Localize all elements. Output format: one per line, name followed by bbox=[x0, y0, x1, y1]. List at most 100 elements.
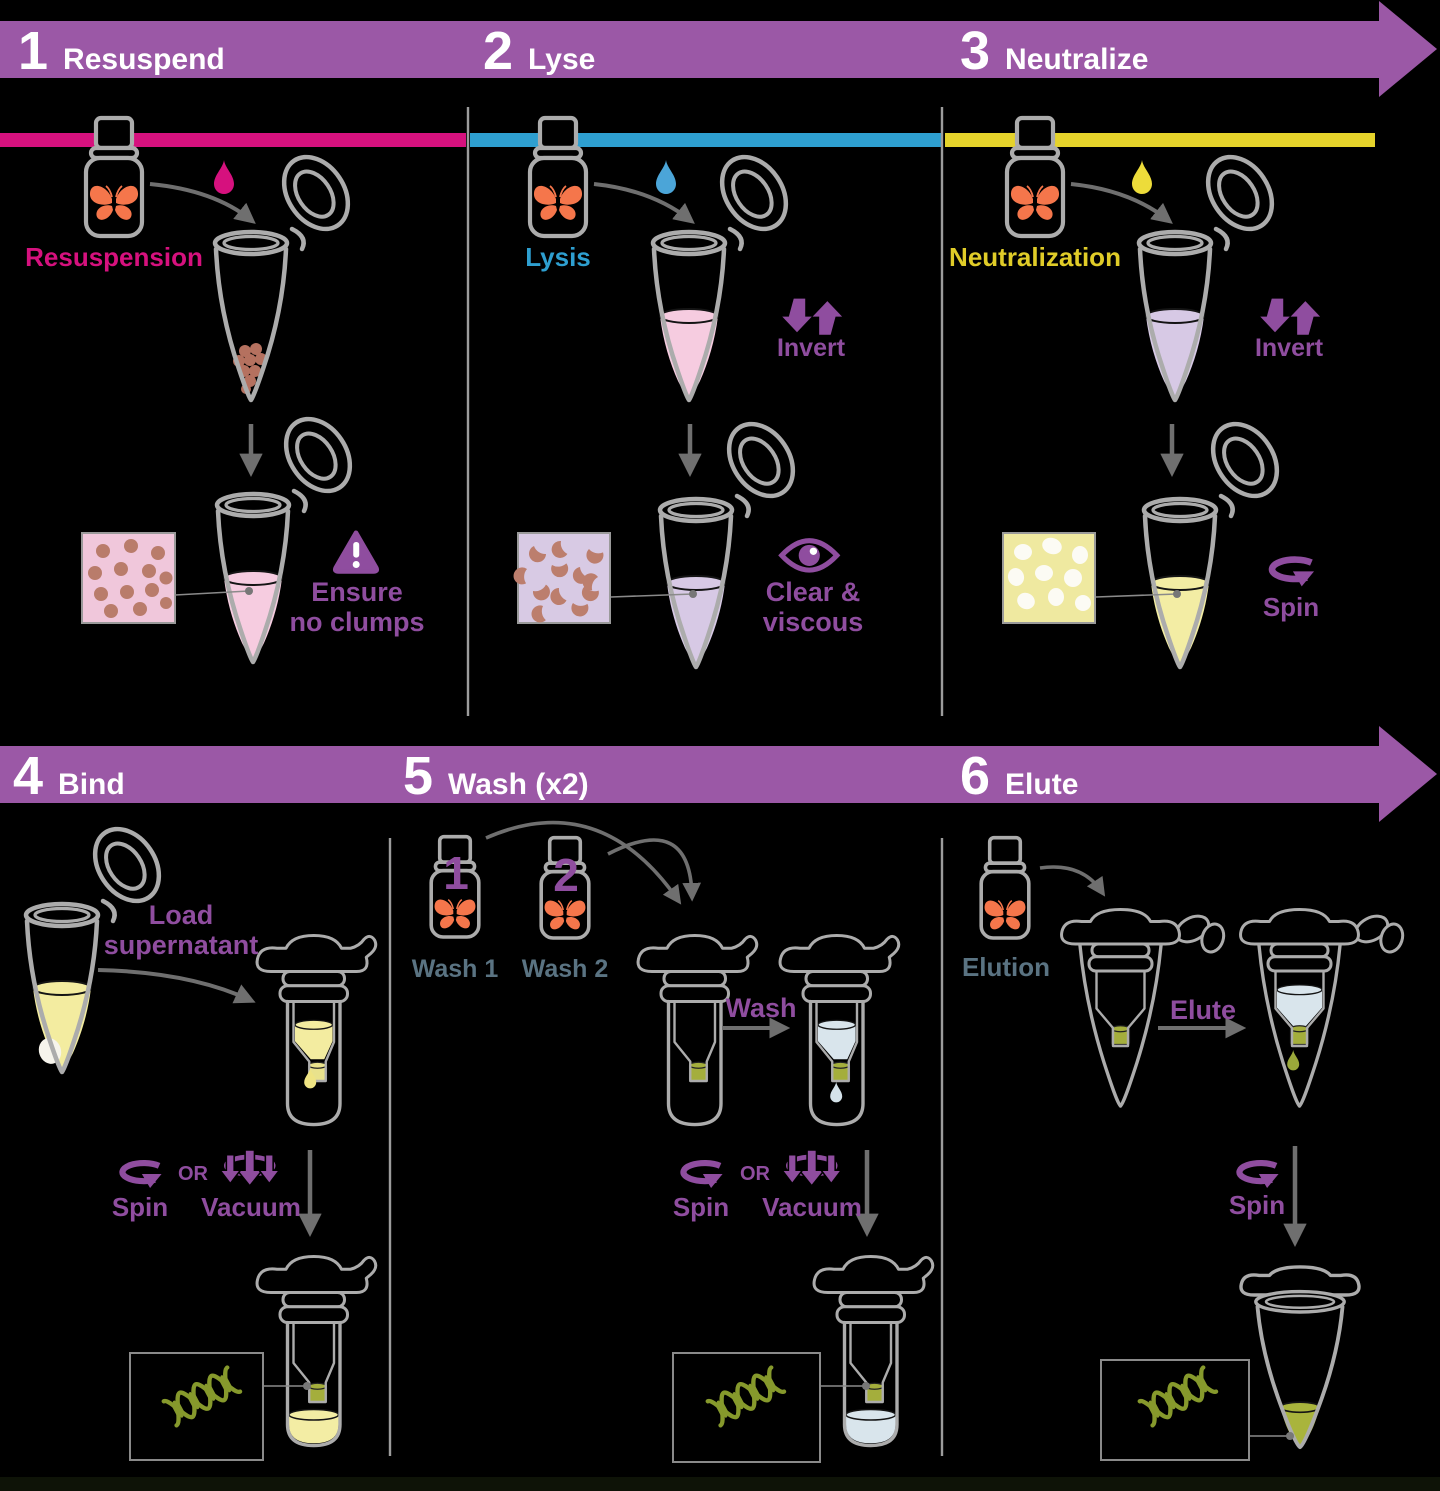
step6-title: Elute bbox=[1005, 768, 1079, 801]
wash1-vial-number: 1 bbox=[443, 847, 469, 899]
step6-graphics bbox=[979, 835, 1408, 1461]
section-dividers bbox=[388, 107, 944, 1456]
pour-arrow bbox=[593, 182, 695, 224]
droplet-icon bbox=[1132, 160, 1152, 194]
wash-action-label: Wash bbox=[725, 993, 797, 1023]
banner-arrow-head bbox=[1379, 726, 1437, 822]
neutralization-label: Neutralization bbox=[949, 242, 1121, 272]
step4-title: Bind bbox=[58, 768, 125, 801]
or-label: OR bbox=[178, 1163, 208, 1185]
tube-with-pellet bbox=[215, 145, 361, 400]
eluted-dna-tube bbox=[1239, 1265, 1361, 1450]
droplet-icon bbox=[656, 160, 676, 194]
pour-arrow bbox=[1039, 865, 1106, 897]
column-in-tube-eluting bbox=[1238, 907, 1408, 1108]
invert-icon bbox=[1260, 298, 1321, 335]
dna-inset-box bbox=[672, 1352, 821, 1463]
elution-vial bbox=[979, 835, 1031, 940]
step3-number: 3 bbox=[960, 21, 991, 81]
spin-column-washed bbox=[812, 1254, 935, 1448]
pour-arrow bbox=[1070, 182, 1173, 224]
droplet-icon bbox=[1287, 1050, 1300, 1071]
dna-icon bbox=[1140, 1368, 1216, 1426]
spin-icon bbox=[1239, 1163, 1278, 1188]
column-membrane bbox=[307, 1382, 328, 1403]
vacuum-label: Vacuum bbox=[201, 1192, 301, 1222]
step2-title: Lyse bbox=[528, 43, 596, 76]
droplet-icon bbox=[830, 1082, 843, 1103]
step4-graphics bbox=[26, 817, 378, 1461]
step4-header: 4 Bind bbox=[13, 749, 125, 803]
spin-label: Spin bbox=[1262, 592, 1320, 622]
dna-icon bbox=[708, 1368, 784, 1426]
clear-viscous-note: Clear & viscous bbox=[762, 577, 864, 638]
spin-label: Spin bbox=[1228, 1190, 1286, 1220]
or-label: OR bbox=[740, 1163, 770, 1185]
load-supernatant-note: Load supernatant bbox=[103, 900, 259, 961]
wash1-label: Wash 1 bbox=[411, 955, 499, 983]
elution-label: Elution bbox=[961, 952, 1051, 982]
resuspension-inset bbox=[81, 532, 253, 624]
resuspension-label: Resuspension bbox=[25, 242, 203, 272]
vacuum-icon bbox=[220, 1150, 279, 1186]
spin-label: Spin bbox=[672, 1192, 730, 1222]
step2-graphics bbox=[510, 118, 843, 667]
step6-number: 6 bbox=[960, 746, 991, 806]
lysis-inset bbox=[510, 532, 697, 626]
step6-header: 6 Elute bbox=[960, 749, 1078, 803]
step2-number: 2 bbox=[483, 21, 514, 81]
spin-icon bbox=[1272, 560, 1314, 587]
wash2-arrow bbox=[607, 838, 702, 902]
cells-in-suspension bbox=[88, 539, 173, 618]
step3-graphics bbox=[1002, 118, 1321, 667]
spin-column-loaded bbox=[255, 933, 378, 1127]
dna-inset-box bbox=[1100, 1359, 1250, 1461]
dna-icon bbox=[164, 1368, 240, 1426]
step2-header: 2 Lyse bbox=[483, 24, 595, 78]
banner-arrow-head bbox=[1379, 1, 1437, 97]
dna-inset-box bbox=[129, 1352, 264, 1461]
wash2-label: Wash 2 bbox=[521, 955, 609, 983]
invert-label: Invert bbox=[1254, 334, 1324, 362]
banner-row1 bbox=[0, 1, 1437, 97]
step5-title: Wash (x2) bbox=[448, 768, 589, 801]
column-membrane bbox=[830, 1061, 851, 1082]
elute-action-label: Elute bbox=[1169, 995, 1237, 1025]
vacuum-icon bbox=[782, 1150, 841, 1186]
lysis-label: Lysis bbox=[525, 242, 591, 272]
wash2-vial-number: 2 bbox=[553, 849, 579, 901]
vacuum-label: Vacuum bbox=[762, 1192, 862, 1222]
wash1-arrow bbox=[485, 820, 682, 905]
invert-label: Invert bbox=[776, 334, 846, 362]
ensure-no-clumps-note: Ensure no clumps bbox=[289, 577, 425, 638]
step1-graphics bbox=[81, 118, 377, 662]
spin-column-bound bbox=[255, 1254, 378, 1448]
step3-header: 3 Neutralize bbox=[960, 24, 1148, 78]
invert-icon bbox=[782, 298, 843, 335]
eye-icon bbox=[782, 541, 837, 570]
step5-number: 5 bbox=[403, 746, 434, 806]
column-membrane bbox=[688, 1061, 709, 1082]
warning-icon bbox=[335, 533, 377, 572]
step5-header: 5 Wash (x2) bbox=[403, 749, 589, 803]
lysis-stripe bbox=[470, 133, 941, 147]
supernatant-tube bbox=[26, 817, 172, 1072]
pour-arrow bbox=[149, 182, 256, 224]
step1-number: 1 bbox=[18, 21, 49, 81]
cell-pellet bbox=[233, 343, 267, 394]
resuspension-vial bbox=[86, 118, 142, 236]
neutralization-vial bbox=[1007, 118, 1063, 236]
neutralization-inset bbox=[1002, 532, 1181, 624]
step1-title: Resuspend bbox=[63, 43, 225, 76]
banner-row2 bbox=[0, 726, 1437, 822]
step1-header: 1 Resuspend bbox=[18, 24, 225, 78]
spin-icon bbox=[122, 1163, 161, 1188]
step3-title: Neutralize bbox=[1005, 43, 1149, 76]
step5-graphics bbox=[429, 820, 935, 1463]
spin-icon bbox=[683, 1163, 722, 1188]
precipitate-flakes bbox=[1007, 537, 1091, 611]
load-arrow bbox=[97, 968, 256, 1004]
lysis-vial bbox=[530, 118, 586, 236]
